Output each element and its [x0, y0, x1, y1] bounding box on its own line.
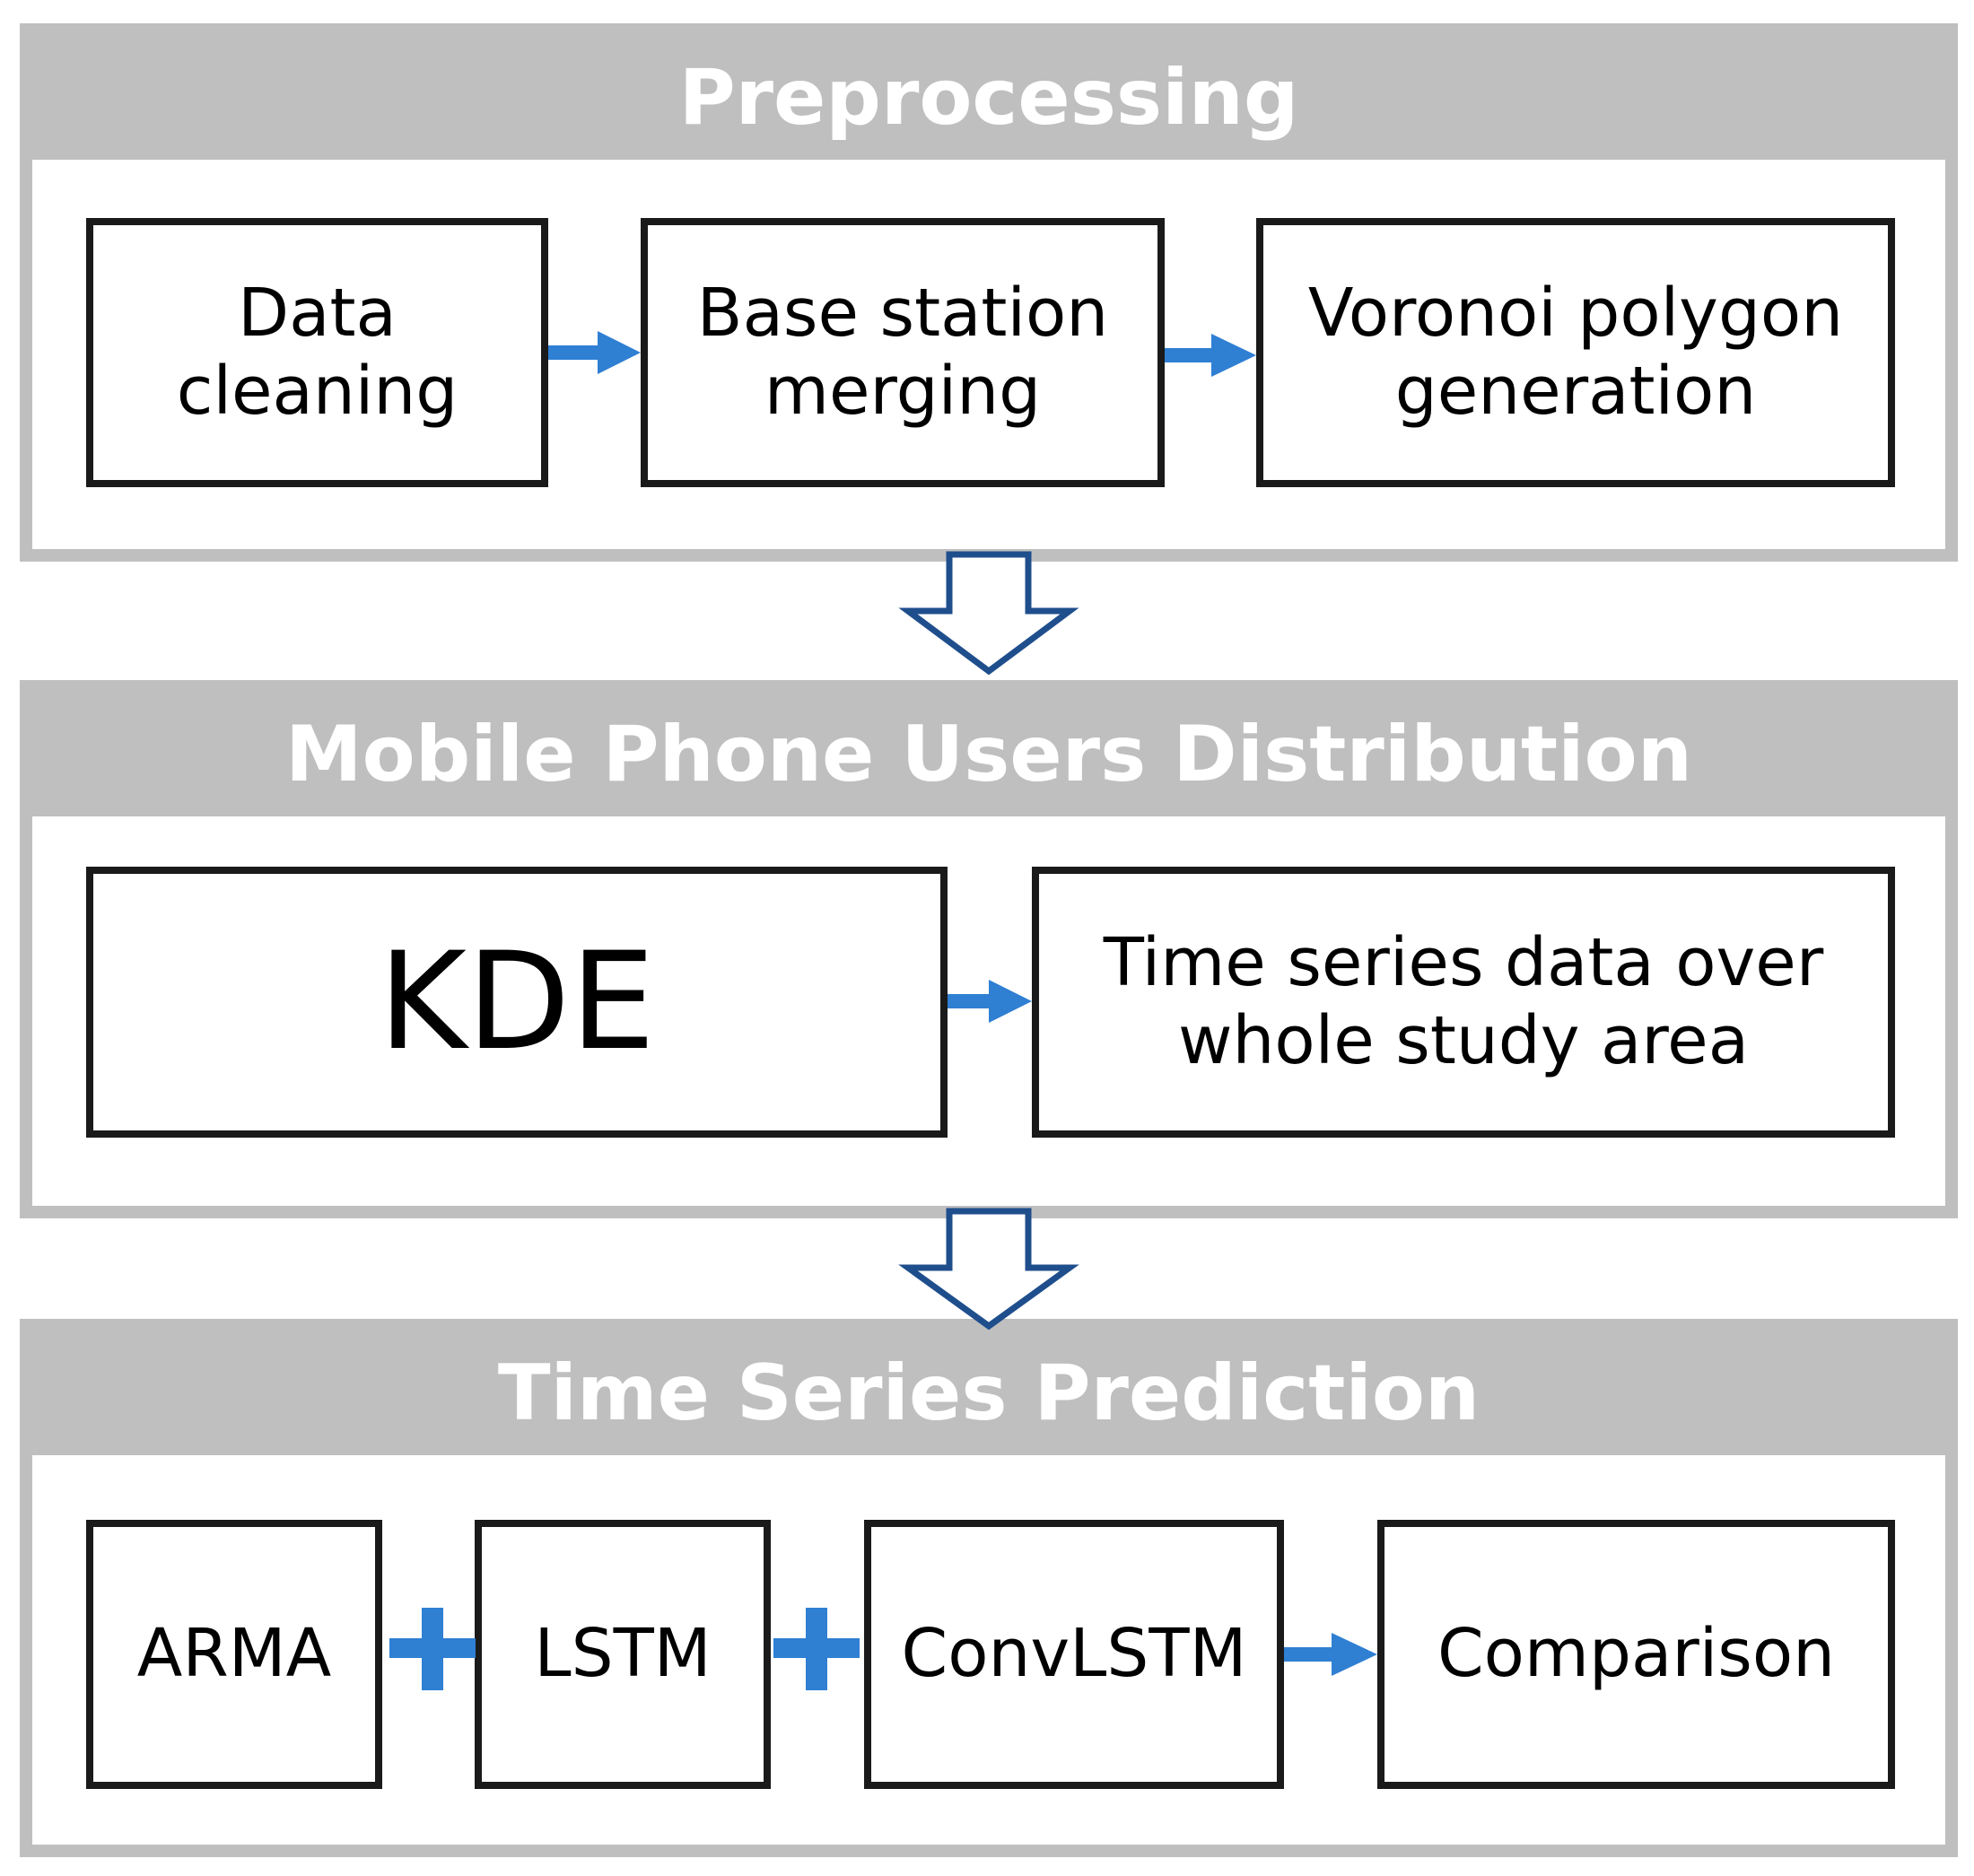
arma-label: ARMA	[136, 1615, 332, 1693]
preprocessing-header: Preprocessing	[32, 36, 1945, 160]
voronoi-polygon-generation-label: Voronoi polygon generation	[1307, 274, 1844, 430]
kde-box: KDE	[86, 867, 948, 1138]
data-cleaning-label: Data cleaning	[176, 274, 459, 430]
prediction-header: Time Series Prediction	[32, 1331, 1945, 1455]
data-cleaning-box: Data cleaning	[86, 218, 548, 487]
down-block-arrow-icon	[898, 551, 1079, 676]
kde-label: KDE	[378, 923, 656, 1080]
distribution-header: Mobile Phone Users Distribution	[32, 693, 1945, 816]
convlstm-label: ConvLSTM	[901, 1615, 1247, 1693]
comparison-label: Comparison	[1437, 1615, 1836, 1693]
arma-box: ARMA	[86, 1520, 382, 1789]
voronoi-polygon-generation-box: Voronoi polygon generation	[1256, 218, 1895, 487]
lstm-box: LSTM	[475, 1520, 771, 1789]
comparison-box: Comparison	[1377, 1520, 1895, 1789]
lstm-label: LSTM	[534, 1615, 712, 1693]
down-block-arrow-icon	[898, 1208, 1079, 1331]
time-series-data-label: Time series data over whole study area	[1103, 923, 1824, 1079]
base-station-merging-box: Base station merging	[641, 218, 1165, 487]
convlstm-box: ConvLSTM	[864, 1520, 1284, 1789]
base-station-merging-label: Base station merging	[696, 274, 1109, 430]
time-series-data-box: Time series data over whole study area	[1032, 867, 1895, 1138]
